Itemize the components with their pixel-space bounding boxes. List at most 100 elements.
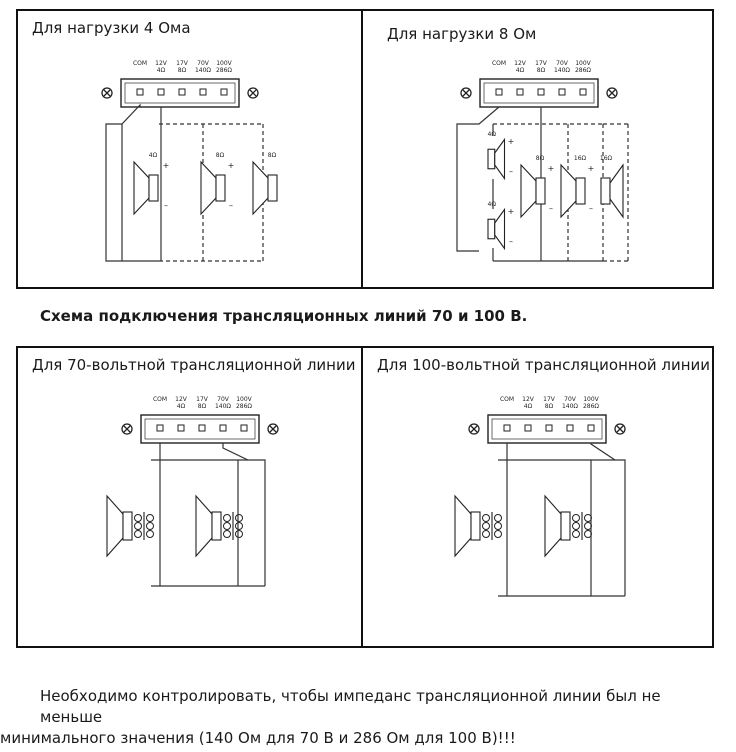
terminal-label-top: 70V bbox=[197, 60, 210, 67]
terminal-label-bottom: 4Ω bbox=[524, 403, 533, 410]
minus-sign: – bbox=[589, 204, 593, 213]
minus-sign: – bbox=[549, 204, 553, 213]
terminal-screw bbox=[524, 424, 532, 432]
terminal-label-bottom: 4Ω bbox=[157, 67, 166, 74]
transformer-coil-icon bbox=[482, 530, 490, 538]
terminal-label-top: 70V bbox=[564, 396, 577, 403]
speaker-cone-icon bbox=[133, 160, 150, 216]
speaker-magnet-icon bbox=[575, 177, 586, 205]
transformer-coil-icon bbox=[134, 514, 142, 522]
terminal-screw bbox=[579, 88, 587, 96]
terminal-label-bottom: 8Ω bbox=[178, 67, 187, 74]
terminal-label-top: COM bbox=[500, 396, 514, 403]
screw-cross-icon bbox=[616, 425, 624, 433]
transformer-coil-icon bbox=[223, 530, 231, 538]
terminal-screw bbox=[219, 424, 227, 432]
screw-cross-icon bbox=[249, 89, 257, 97]
speaker-impedance-label: 4Ω bbox=[488, 131, 497, 138]
speaker-cone-icon bbox=[200, 160, 217, 216]
terminal-label-bottom: 286Ω bbox=[236, 403, 252, 410]
speaker-magnet-icon bbox=[487, 218, 496, 240]
terminal-screw bbox=[156, 424, 164, 432]
terminal-label-bottom: 4Ω bbox=[516, 67, 525, 74]
speaker-cone-icon bbox=[195, 494, 213, 558]
speaker-magnet-icon bbox=[211, 511, 222, 541]
wire-100v bbox=[590, 443, 626, 596]
terminal-label-bottom: 8Ω bbox=[198, 403, 207, 410]
terminal-screw bbox=[220, 88, 228, 96]
terminal-label-top: 70V bbox=[217, 396, 230, 403]
terminal-label-bottom: 140Ω bbox=[554, 67, 570, 74]
speaker-cone-icon bbox=[494, 207, 506, 251]
speaker-magnet-icon bbox=[215, 174, 226, 202]
terminal-label-bottom: 4Ω bbox=[177, 403, 186, 410]
speaker-impedance-label: 8Ω bbox=[536, 155, 545, 162]
terminal-label-top: 100V bbox=[216, 60, 232, 67]
speaker-magnet-icon bbox=[122, 511, 133, 541]
terminal-label-bottom: 140Ω bbox=[195, 67, 211, 74]
wire-70v bbox=[222, 443, 266, 586]
panel-title: Для нагрузки 8 Ом bbox=[387, 25, 537, 43]
speaker-cone-icon bbox=[454, 494, 472, 558]
screw-cross-icon bbox=[462, 89, 470, 97]
com-wire bbox=[105, 103, 159, 262]
terminal-label-bottom: 8Ω bbox=[537, 67, 546, 74]
transformer-coil-icon bbox=[134, 522, 142, 530]
terminal-block-inner bbox=[483, 82, 595, 104]
terminal-label-top: COM bbox=[153, 396, 167, 403]
screw-cross-icon bbox=[470, 425, 478, 433]
terminal-label-top: 17V bbox=[176, 60, 189, 67]
terminal-label-top: 100V bbox=[575, 60, 591, 67]
panel-70v-line: Для 70-вольтной трансляционной линии COM… bbox=[16, 346, 363, 648]
speaker-impedance-label: 16Ω bbox=[574, 155, 587, 162]
speaker-cone-icon bbox=[609, 163, 624, 219]
terminal-label-top: 100V bbox=[236, 396, 252, 403]
terminal-label-top: 12V bbox=[522, 396, 535, 403]
terminal-label-bottom: 140Ω bbox=[215, 403, 231, 410]
terminal-label-bottom: 286Ω bbox=[583, 403, 599, 410]
terminal-screw bbox=[503, 424, 511, 432]
plus-sign: + bbox=[228, 161, 235, 170]
transformer-coil-icon bbox=[235, 530, 243, 538]
speaker-magnet-icon bbox=[560, 511, 571, 541]
screw-cross-icon bbox=[123, 425, 131, 433]
terminal-label-bottom: 8Ω bbox=[545, 403, 554, 410]
plus-sign: + bbox=[163, 161, 170, 170]
terminal-block-inner bbox=[124, 82, 236, 104]
terminal-screw bbox=[495, 88, 503, 96]
terminal-label-bottom: 140Ω bbox=[562, 403, 578, 410]
transformer-coil-icon bbox=[146, 522, 154, 530]
note-line-2: минимального значения (140 Ом для 70 В и… bbox=[0, 729, 516, 747]
transformer-coil-icon bbox=[223, 514, 231, 522]
terminal-label-top: COM bbox=[133, 60, 147, 67]
terminal-screw bbox=[587, 424, 595, 432]
transformer-coil-icon bbox=[146, 530, 154, 538]
impedance-warning-note: Необходимо контролировать, чтобы импедан… bbox=[0, 686, 720, 749]
speaker-impedance-label: 8Ω bbox=[268, 152, 277, 159]
terminal-label-bottom: 286Ω bbox=[575, 67, 591, 74]
terminal-screw bbox=[178, 88, 186, 96]
speaker-cone-icon bbox=[520, 163, 537, 219]
speaker-magnet-icon bbox=[267, 174, 278, 202]
speaker-cone-icon bbox=[106, 494, 124, 558]
note-line-1: Необходимо контролировать, чтобы импедан… bbox=[40, 687, 661, 726]
terminal-label-top: 17V bbox=[196, 396, 209, 403]
speaker-magnet-icon bbox=[470, 511, 481, 541]
transformer-coil-icon bbox=[146, 514, 154, 522]
terminal-screw bbox=[177, 424, 185, 432]
speaker-impedance-label: 4Ω bbox=[488, 201, 497, 208]
transformer-coil-icon bbox=[134, 530, 142, 538]
minus-sign: – bbox=[164, 201, 168, 210]
panel-title: Для нагрузки 4 Ома bbox=[32, 19, 191, 37]
speaker-impedance-label: 16Ω bbox=[600, 155, 613, 162]
transformer-coil-icon bbox=[235, 522, 243, 530]
speaker-impedance-label: 8Ω bbox=[216, 152, 225, 159]
panel-100v-line: Для 100-вольтной трансляционной линии CO… bbox=[361, 346, 714, 648]
speaker-magnet-icon bbox=[535, 177, 546, 205]
terminal-screw bbox=[537, 88, 545, 96]
